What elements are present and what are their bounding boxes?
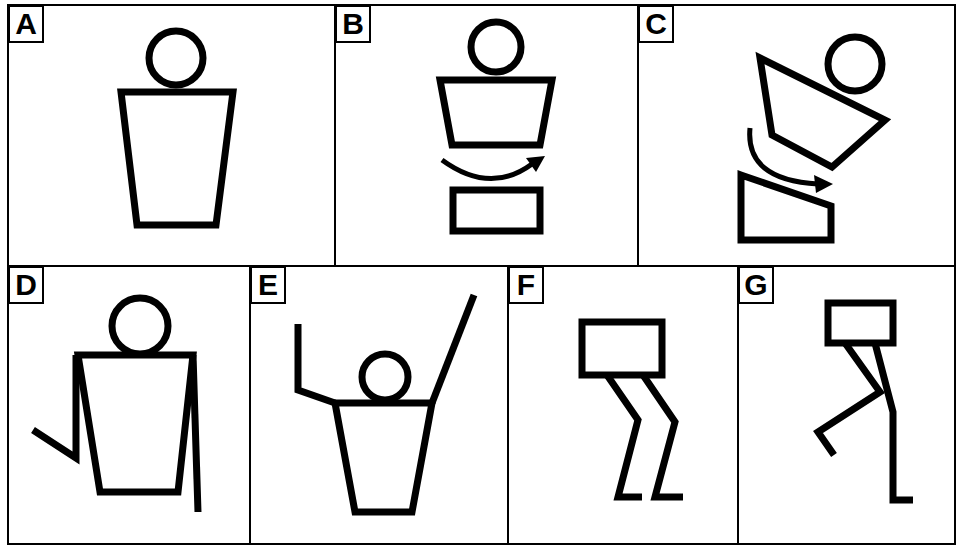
panel-letter-box: B [335,5,371,43]
head [828,37,882,91]
panel-letter: A [15,9,37,39]
leg [818,343,880,455]
torso [335,403,432,512]
head [112,298,168,354]
panel-letter-box: F [508,266,544,304]
panel-borders [8,5,955,544]
panel-divider [507,266,509,544]
arrowhead [814,175,833,193]
outer-border [8,5,955,544]
leg [643,375,683,497]
panel-divider [334,5,336,266]
head [362,354,408,400]
pelvis [453,190,540,231]
panel-divider [637,5,639,266]
arm [432,295,474,403]
arm [33,355,76,458]
head [149,31,203,85]
panel-letter: B [342,9,364,39]
torso [121,92,233,225]
leg [607,375,642,497]
arm [298,324,335,403]
pelvis [582,322,662,375]
panel-letter: E [258,270,278,300]
pelvis [828,303,893,343]
panel-letter-box: D [8,266,44,304]
panel-letter-box: C [638,5,674,43]
figures [33,22,913,512]
panel-letter: G [744,270,767,300]
arrowheads [526,156,833,193]
torso [78,355,193,492]
panel-letter-box: A [8,5,44,43]
panel-divider [249,266,251,544]
panel-letter: D [15,270,37,300]
arm [193,355,198,512]
rotation-arrow [750,128,818,184]
rotation-arrow [442,160,532,179]
head [471,22,521,72]
panel-letter: F [517,270,535,300]
upper-torso [760,58,885,167]
leg [875,343,913,500]
upper-torso [440,80,552,145]
panel-letter-box: G [738,266,774,304]
arrowhead [526,156,545,172]
panel-letter-box: E [250,266,286,304]
panel-letter: C [645,9,667,39]
row-divider [8,265,955,267]
panel-divider [737,266,739,544]
